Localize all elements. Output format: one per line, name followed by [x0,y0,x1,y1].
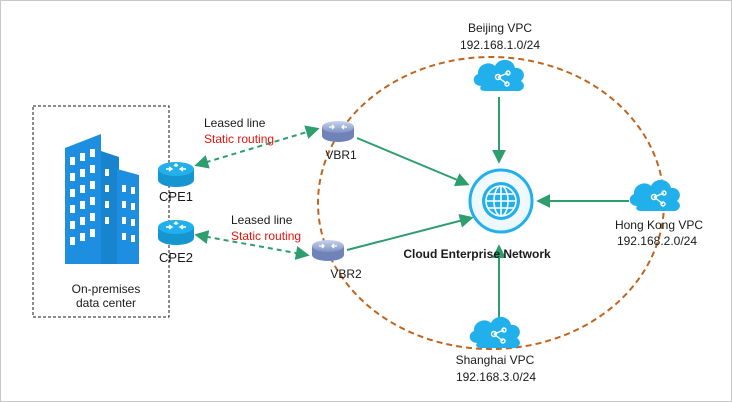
datacenter-boundary [32,105,170,318]
hongkong-vpc-cloud-icon [629,179,680,212]
shanghai-vpc-cloud-icon [469,316,520,349]
cpe2-label: CPE2 [159,250,193,265]
vbr2-router-icon [312,240,344,261]
leased-line-cpe2-vbr2 [194,230,310,260]
hongkong-vpc-name: Hong Kong VPC [615,218,703,232]
beijing-vpc-cidr: 192.168.1.0/24 [460,38,540,52]
vbr1-router-icon [322,121,354,142]
datacenter-label-line2: data center [76,296,136,310]
vbr1-label: VBR1 [325,148,357,162]
vbr2-label: VBR2 [330,267,362,281]
building-icon [65,134,139,264]
leased-line-cpe1-vbr1 [194,125,320,169]
cpe1-router-icon [158,162,194,187]
hongkong-vpc-cidr: 192.168.2.0/24 [617,234,697,248]
beijing-vpc-cloud-icon [473,59,524,92]
beijing-vpc-name: Beijing VPC [468,21,532,35]
cpe1-label: CPE1 [159,189,193,204]
cen-label: Cloud Enterprise Network [403,247,551,261]
cpe2-router-icon [158,220,194,245]
link-vbr1-cen [356,137,470,187]
cen-globe-icon [468,168,534,234]
link-vbr2-cen [346,214,474,251]
shanghai-vpc-cidr: 192.168.3.0/24 [456,370,536,384]
datacenter-label-line1: On-premises [72,282,141,296]
link1-type-label: Leased line [204,116,266,130]
link2-type-label: Leased line [231,213,293,227]
link2-routing-label: Static routing [231,229,301,243]
link1-routing-label: Static routing [204,132,274,146]
shanghai-vpc-name: Shanghai VPC [456,353,535,367]
